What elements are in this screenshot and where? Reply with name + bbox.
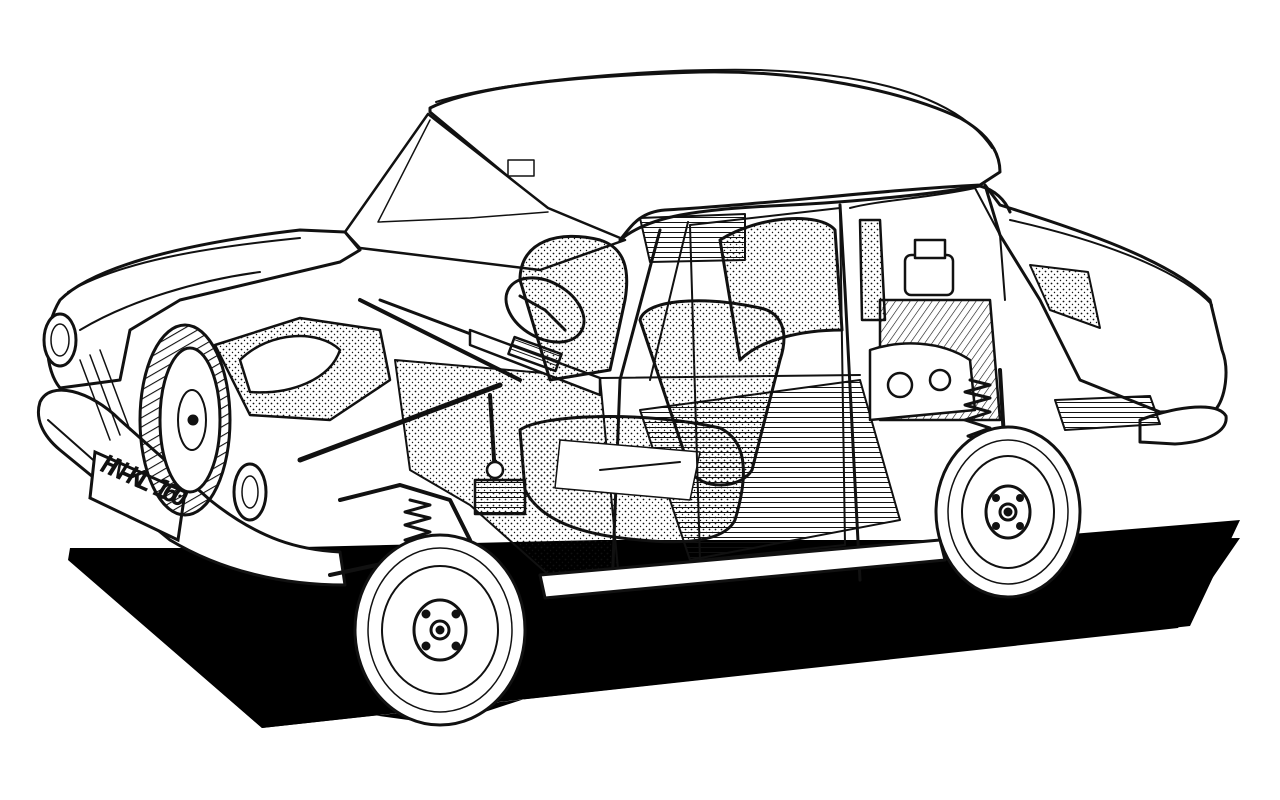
ground-shadow-body bbox=[68, 520, 1240, 728]
rear-wheel bbox=[934, 425, 1082, 599]
roof bbox=[428, 68, 1002, 242]
passenger-seat bbox=[518, 299, 786, 544]
sill bbox=[538, 538, 947, 600]
front-wheel bbox=[353, 533, 527, 727]
door-outline bbox=[689, 207, 846, 561]
driver-seat bbox=[518, 234, 629, 382]
spare-wheel bbox=[138, 323, 232, 517]
engine bbox=[858, 218, 1007, 457]
rear-body bbox=[983, 183, 1228, 446]
front-compartment bbox=[213, 298, 502, 422]
